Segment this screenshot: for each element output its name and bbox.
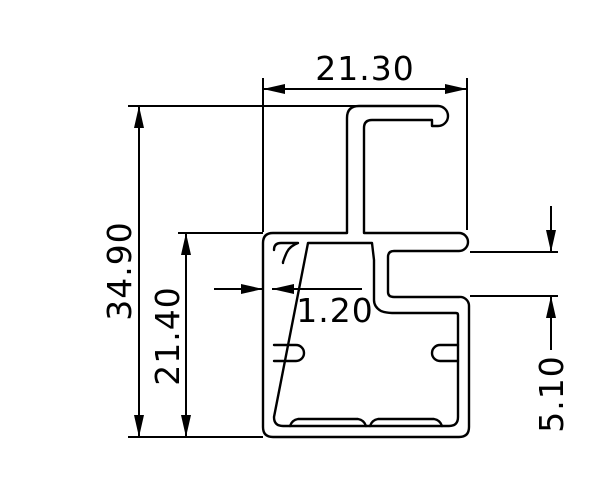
profile-inner-outline: [272, 241, 460, 428]
dimension-wall-thickness: 1.20: [214, 284, 373, 330]
dimension-slot-opening: 5.10: [532, 206, 571, 433]
profile-outer-outline: [261, 104, 471, 439]
dim-body-height-label: 21.40: [148, 286, 187, 385]
aluminium-profile: [261, 104, 471, 439]
dimension-body-height: 21.40: [148, 233, 191, 437]
left-lug: [272, 343, 306, 363]
dimension-top-width: 21.30: [263, 49, 467, 94]
dim-total-height-label: 34.90: [100, 221, 139, 320]
dimension-total-height: 34.90: [100, 106, 144, 437]
bottom-serrations: [288, 417, 444, 428]
right-lug: [430, 343, 460, 363]
dim-wall-thickness-label: 1.20: [296, 291, 373, 330]
extension-lines: [128, 78, 558, 438]
dim-slot-opening-label: 5.10: [532, 355, 571, 432]
dim-top-width-label: 21.30: [315, 49, 414, 88]
